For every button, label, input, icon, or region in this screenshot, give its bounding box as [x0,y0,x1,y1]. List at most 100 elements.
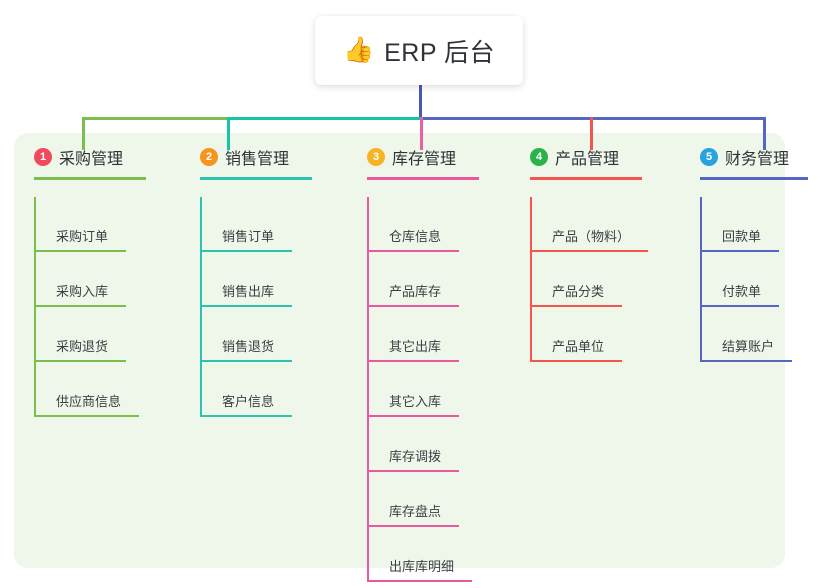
leaf-item[interactable]: 产品库存 [367,252,479,307]
column-finance: 5 财务管理回款单付款单结算账户 [700,145,808,362]
column-rule-inventory [367,177,479,180]
connector-bus-teal [227,117,420,120]
column-header-finance[interactable]: 5 财务管理 [700,145,808,169]
column-title-finance: 财务管理 [725,151,790,168]
column-rule-sales [200,177,312,180]
column-badge-inventory: 3 [367,148,385,166]
connector-drop-purchase [82,117,85,150]
leaf-item-label: 其它出库 [389,339,442,354]
leaf-list-sales: 销售订单销售出库销售退货客户信息 [200,197,312,417]
root-node-title: ERP 后台 [384,38,496,67]
root-node-card[interactable]: 👍 ERP 后台 [315,16,523,85]
leaf-item[interactable]: 仓库信息 [367,197,479,252]
leaf-item-label: 结算账户 [722,339,775,354]
column-trunk-purchase [34,197,36,417]
leaf-item-rule [530,360,622,362]
leaf-item-rule [34,360,126,362]
leaf-item-label: 库存盘点 [389,504,442,519]
connector-drop-inventory [420,117,423,150]
column-inventory: 3 库存管理仓库信息产品库存其它出库其它入库库存调拨库存盘点出库库明细 [367,145,479,582]
leaf-item-label: 采购退货 [56,339,109,354]
leaf-item[interactable]: 采购订单 [34,197,146,252]
leaf-item-label: 回款单 [722,229,762,244]
column-purchase: 1 采购管理采购订单采购入库采购退货供应商信息 [34,145,146,417]
leaf-item-label: 库存调拨 [389,449,442,464]
leaf-item-label: 产品库存 [389,284,442,299]
leaf-item-label: 销售出库 [222,284,275,299]
leaf-item[interactable]: 产品（物料） [530,197,648,252]
column-badge-sales: 2 [200,148,218,166]
diagram-panel [14,133,785,568]
leaf-item-rule [367,360,459,362]
leaf-item-label: 付款单 [722,284,762,299]
leaf-item[interactable]: 库存盘点 [367,472,479,527]
leaf-item-label: 采购入库 [56,284,109,299]
leaf-item-rule [530,250,648,252]
leaf-item-rule [530,305,622,307]
column-badge-product: 4 [530,148,548,166]
leaf-item-label: 其它入库 [389,394,442,409]
column-title-purchase: 采购管理 [59,151,124,168]
column-title-inventory: 库存管理 [392,151,457,168]
leaf-item[interactable]: 出库库明细 [367,527,479,582]
leaf-item[interactable]: 采购入库 [34,252,146,307]
leaf-list-product: 产品（物料） 产品分类产品单位 [530,197,648,362]
column-header-inventory[interactable]: 3 库存管理 [367,145,479,169]
connector-drop-product [590,117,593,150]
leaf-item-rule [200,250,292,252]
leaf-item[interactable]: 产品分类 [530,252,642,307]
leaf-item-rule [34,250,126,252]
leaf-item-rule [367,580,472,582]
leaf-item-rule [200,360,292,362]
column-trunk-inventory [367,197,369,582]
connector-root-stem [419,85,422,120]
leaf-item-rule [367,415,459,417]
leaf-item[interactable]: 其它入库 [367,362,479,417]
connector-bus-green [82,117,227,120]
leaf-item-rule [200,415,292,417]
leaf-item-rule [367,525,459,527]
leaf-item[interactable]: 产品单位 [530,307,642,362]
leaf-list-finance: 回款单付款单结算账户 [700,197,808,362]
column-header-product[interactable]: 4 产品管理 [530,145,642,169]
leaf-item-rule [700,250,779,252]
leaf-item[interactable]: 采购退货 [34,307,146,362]
column-rule-product [530,177,642,180]
leaf-item-label: 销售退货 [222,339,275,354]
leaf-item-label: 销售订单 [222,229,275,244]
leaf-item-rule [34,415,139,417]
connector-drop-finance [763,117,766,150]
leaf-item[interactable]: 供应商信息 [34,362,146,417]
leaf-item[interactable]: 结算账户 [700,307,808,362]
thumbs-up-icon: 👍 [342,36,375,64]
leaf-item[interactable]: 付款单 [700,252,808,307]
column-badge-purchase: 1 [34,148,52,166]
leaf-item[interactable]: 销售订单 [200,197,312,252]
leaf-item-label: 产品分类 [552,284,605,299]
leaf-item-rule [367,250,459,252]
leaf-item-label: 客户信息 [222,394,275,409]
leaf-item[interactable]: 销售退货 [200,307,312,362]
column-header-purchase[interactable]: 1 采购管理 [34,145,146,169]
leaf-item-label: 产品（物料） [552,229,631,244]
leaf-list-inventory: 仓库信息产品库存其它出库其它入库库存调拨库存盘点出库库明细 [367,197,479,582]
leaf-item[interactable]: 库存调拨 [367,417,479,472]
leaf-item-label: 产品单位 [552,339,605,354]
leaf-item-label: 出库库明细 [389,559,455,574]
leaf-item[interactable]: 客户信息 [200,362,312,417]
column-trunk-sales [200,197,202,417]
leaf-item-rule [700,305,779,307]
column-trunk-finance [700,197,702,362]
column-badge-finance: 5 [700,148,718,166]
column-title-product: 产品管理 [555,151,620,168]
leaf-item[interactable]: 回款单 [700,197,808,252]
leaf-item[interactable]: 其它出库 [367,307,479,362]
leaf-item[interactable]: 销售出库 [200,252,312,307]
leaf-item-rule [367,470,459,472]
leaf-item-rule [200,305,292,307]
leaf-item-label: 供应商信息 [56,394,122,409]
leaf-item-label: 仓库信息 [389,229,442,244]
leaf-item-rule [367,305,459,307]
